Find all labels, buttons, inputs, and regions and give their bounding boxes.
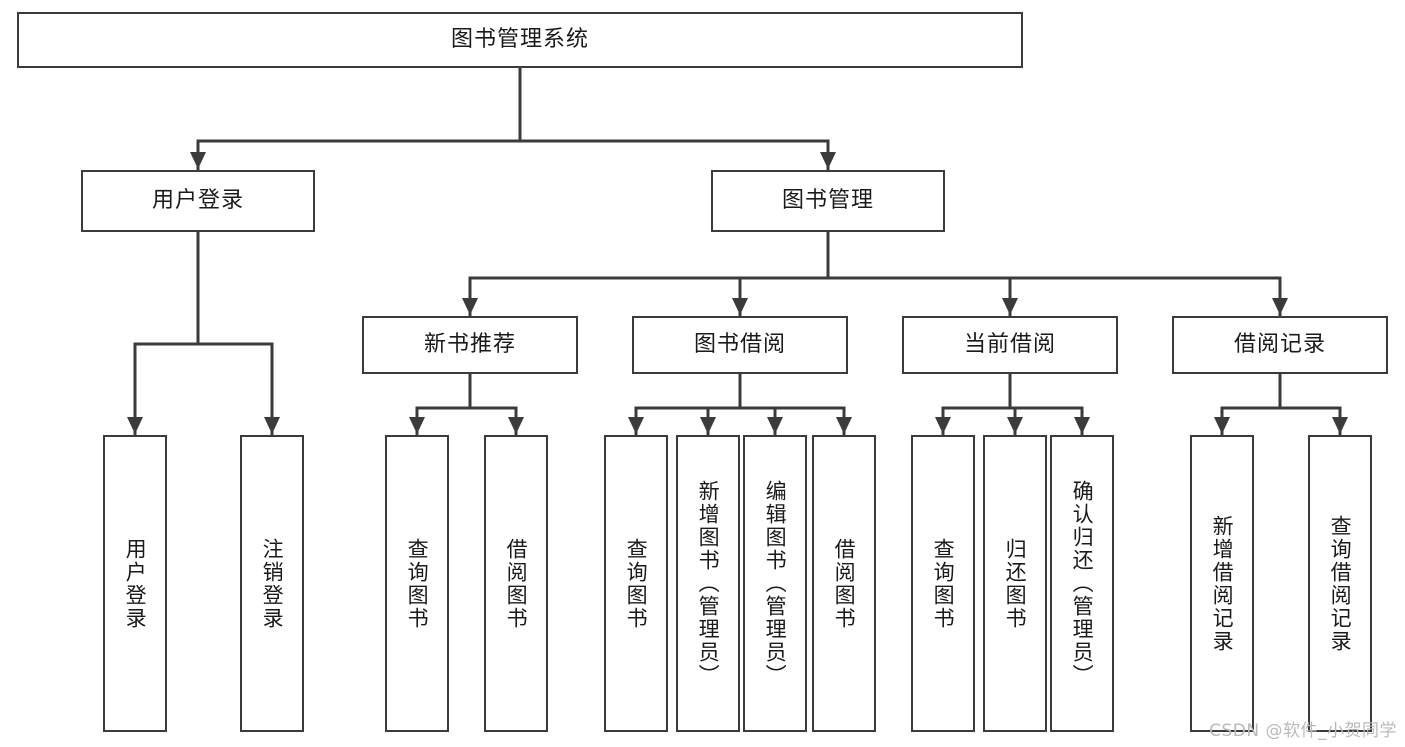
watermark-text: CSDN @软件_小贺同学 <box>1209 721 1397 741</box>
node-label: 图书管理 <box>781 187 874 213</box>
node-label: 当前借阅 <box>963 331 1056 357</box>
arrowhead-icon <box>1214 417 1230 434</box>
node-leaf-cur-return[interactable]: 归还图书 <box>983 435 1047 732</box>
arrowhead-icon <box>1074 417 1090 434</box>
node-label: 编辑图书（管理员） <box>763 480 788 687</box>
arrowhead-icon <box>836 417 852 434</box>
node-label: 查询图书 <box>931 537 956 630</box>
node-label: 图书借阅 <box>693 331 786 357</box>
node-label: 查询借阅记录 <box>1328 514 1353 653</box>
node-leaf-user-login[interactable]: 用户登录 <box>103 435 167 732</box>
node-label: 确认归还（管理员） <box>1070 480 1095 687</box>
arrowhead-icon <box>462 298 478 315</box>
arrowhead-icon <box>732 298 748 315</box>
arrowhead-icon <box>935 417 951 434</box>
node-label: 图书管理系统 <box>450 26 589 52</box>
node-label: 查询图书 <box>624 537 649 630</box>
node-leaf-cur-query[interactable]: 查询图书 <box>911 435 975 732</box>
node-newbooks[interactable]: 新书推荐 <box>362 316 578 374</box>
node-label: 新增图书（管理员） <box>696 480 721 687</box>
arrowhead-icon <box>1007 417 1023 434</box>
node-label: 借阅记录 <box>1233 331 1326 357</box>
node-label: 借阅图书 <box>504 537 529 630</box>
arrowhead-icon <box>508 417 524 434</box>
node-label: 归还图书 <box>1003 537 1028 630</box>
node-label: 注销登录 <box>260 537 285 630</box>
node-records[interactable]: 借阅记录 <box>1172 316 1388 374</box>
node-leaf-bk-add[interactable]: 新增图书（管理员） <box>676 435 740 732</box>
node-leaf-nb-borrow[interactable]: 借阅图书 <box>484 435 548 732</box>
node-label: 新增借阅记录 <box>1210 514 1235 653</box>
node-leaf-rec-add[interactable]: 新增借阅记录 <box>1190 435 1254 732</box>
arrowhead-icon <box>1332 417 1348 434</box>
arrowhead-icon <box>264 417 280 434</box>
node-label: 用户登录 <box>123 537 148 630</box>
node-leaf-rec-query[interactable]: 查询借阅记录 <box>1308 435 1372 732</box>
node-leaf-bk-borrow[interactable]: 借阅图书 <box>812 435 876 732</box>
arrowhead-icon <box>190 152 206 169</box>
node-borrow[interactable]: 图书借阅 <box>632 316 848 374</box>
node-leaf-nb-query[interactable]: 查询图书 <box>385 435 449 732</box>
arrowhead-icon <box>127 417 143 434</box>
node-leaf-user-logout[interactable]: 注销登录 <box>240 435 304 732</box>
arrowhead-icon <box>409 417 425 434</box>
node-label: 新书推荐 <box>423 331 516 357</box>
arrowhead-icon <box>1272 298 1288 315</box>
node-root[interactable]: 图书管理系统 <box>17 12 1023 68</box>
node-label: 查询图书 <box>405 537 430 630</box>
arrowhead-icon <box>628 417 644 434</box>
arrowhead-icon <box>767 417 783 434</box>
node-leaf-bk-edit[interactable]: 编辑图书（管理员） <box>743 435 807 732</box>
node-current[interactable]: 当前借阅 <box>902 316 1118 374</box>
node-leaf-cur-confirm[interactable]: 确认归还（管理员） <box>1050 435 1114 732</box>
node-login[interactable]: 用户登录 <box>81 170 315 232</box>
arrowhead-icon <box>820 152 836 169</box>
node-label: 用户登录 <box>151 187 244 213</box>
node-bookmgmt[interactable]: 图书管理 <box>711 170 945 232</box>
arrowhead-icon <box>700 417 716 434</box>
arrowhead-icon <box>1002 298 1018 315</box>
node-label: 借阅图书 <box>832 537 857 630</box>
node-leaf-bk-query[interactable]: 查询图书 <box>604 435 668 732</box>
